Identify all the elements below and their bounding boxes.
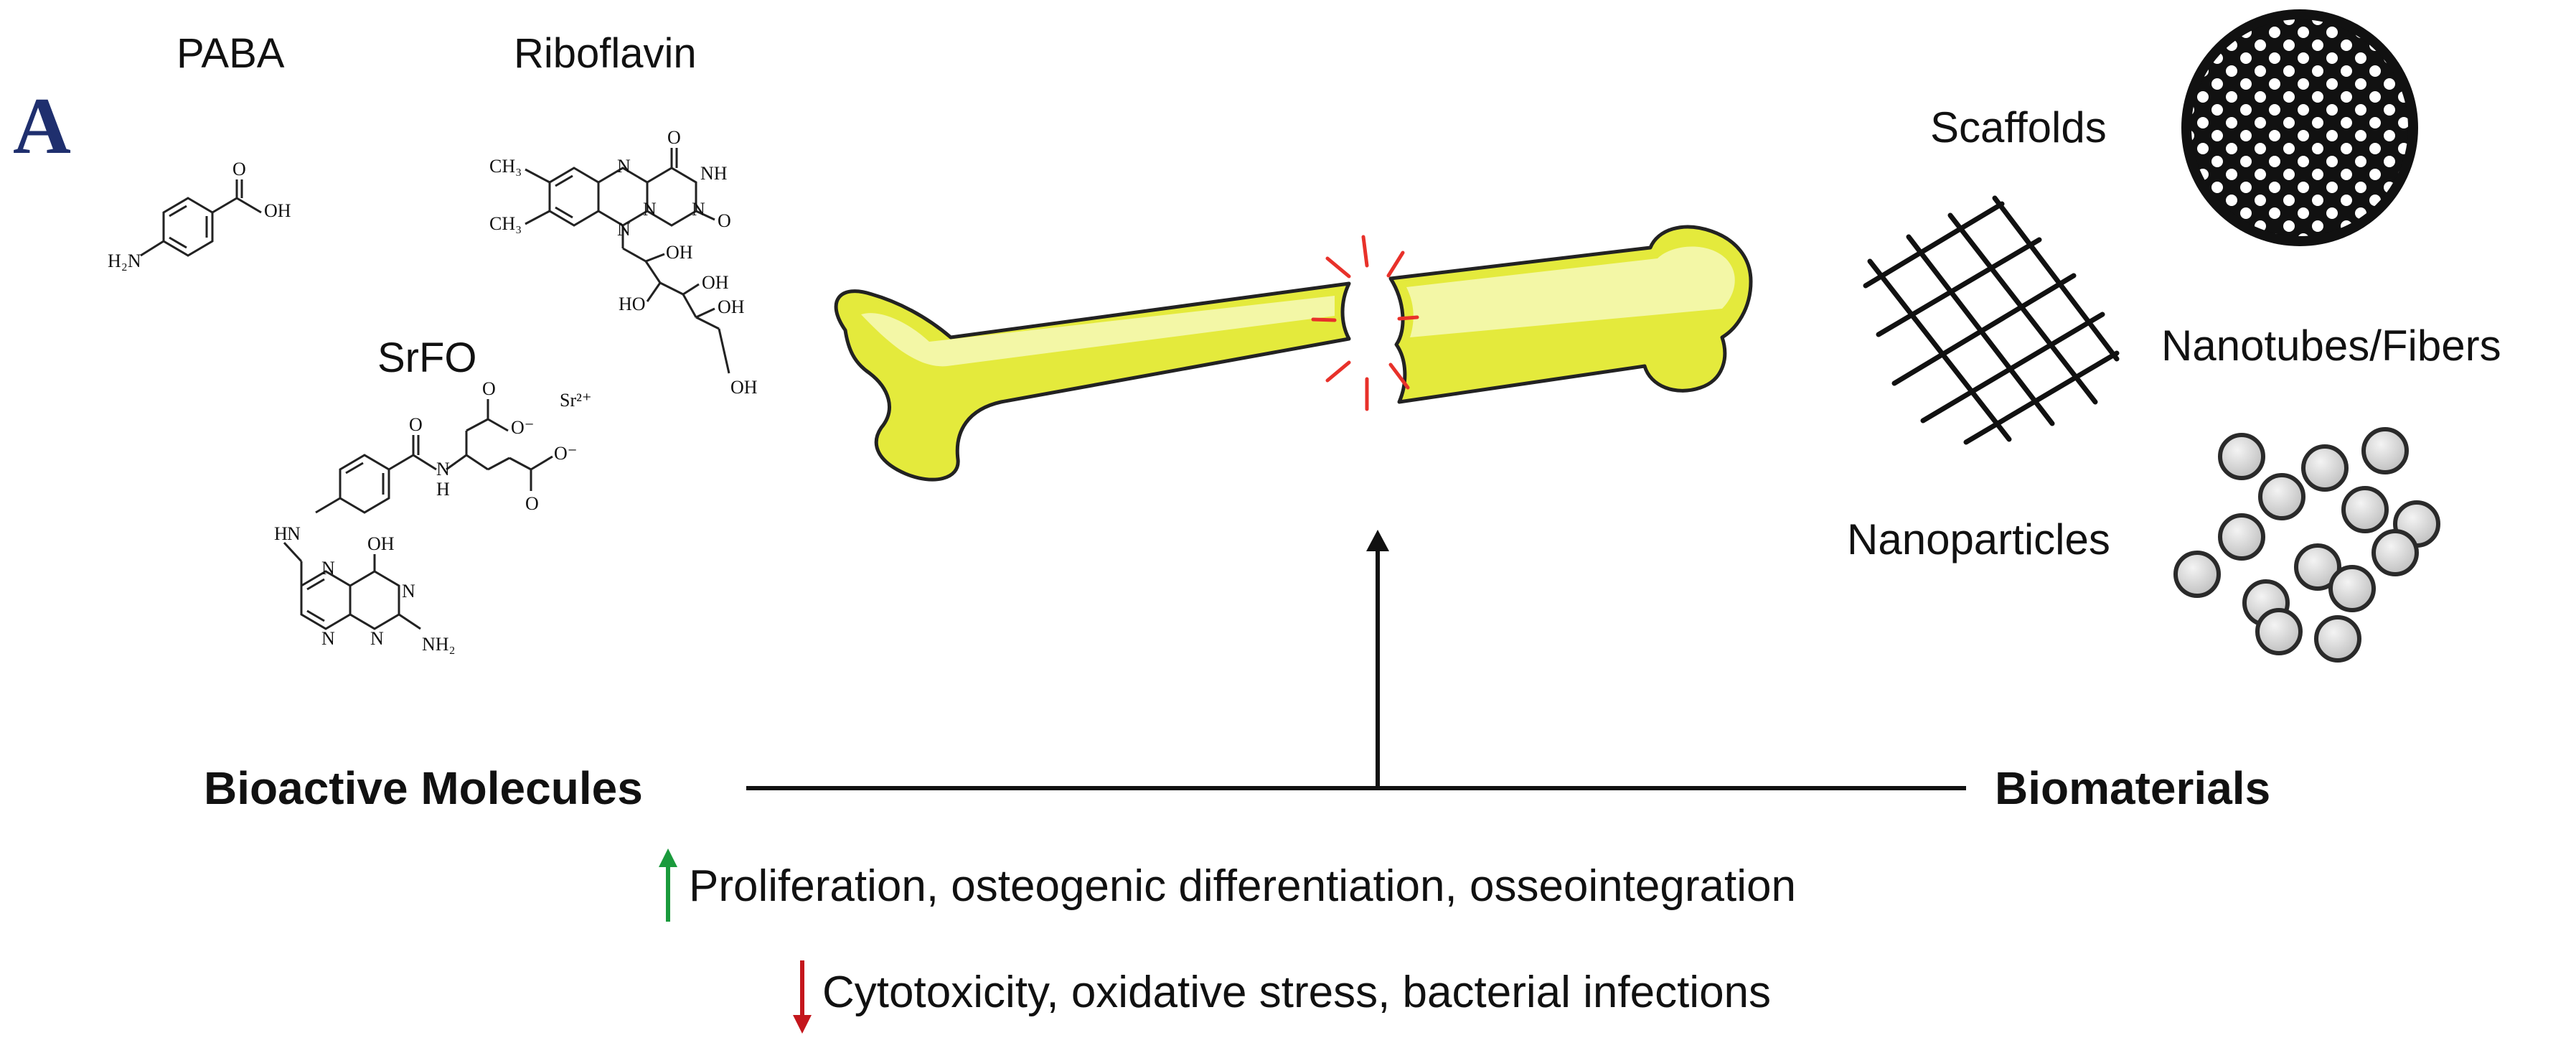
atom-label: OH — [367, 533, 395, 554]
fiber-mesh — [1863, 195, 2120, 445]
atom-label: H — [274, 523, 288, 544]
atom-label: N — [370, 628, 384, 649]
decrease-arrow-icon — [793, 1015, 812, 1034]
panel-label: A — [13, 82, 71, 171]
paba-structure — [140, 179, 262, 257]
atom-label: N — [402, 581, 415, 602]
bone-left-half — [834, 281, 1351, 482]
srfo-structure — [283, 399, 553, 630]
atom-labels: OH O H₂N CH₃ CH₃ O NH O N N N N OH OH HO… — [108, 127, 758, 655]
atom-label: O — [718, 210, 731, 231]
nanoparticle-cluster — [2173, 427, 2440, 663]
atom-label: OH — [666, 242, 693, 263]
atom-label: O⁻ — [554, 443, 578, 464]
atom-label: N — [287, 523, 301, 544]
atom-label: N — [321, 558, 335, 579]
atom-label: N — [643, 199, 657, 220]
increase-effects-text: Proliferation, osteogenic differentiatio… — [689, 861, 1796, 911]
atom-label: O — [525, 493, 539, 514]
riboflavin-label: Riboflavin — [514, 30, 697, 77]
srfo-label: SrFO — [377, 334, 477, 381]
atom-label: O — [482, 378, 496, 399]
atom-label: OH — [264, 200, 291, 221]
biomaterials-label: Biomaterials — [1995, 762, 2271, 814]
atom-label: N — [617, 219, 631, 240]
atom-label: CH₃ — [489, 156, 522, 177]
fractured-bone — [834, 225, 1753, 482]
atom-label: O — [232, 159, 246, 179]
atom-label: OH — [702, 272, 729, 293]
decrease-effects-text: Cytotoxicity, oxidative stress, bacteria… — [822, 968, 1772, 1017]
nanoparticles-label: Nanoparticles — [1847, 515, 2110, 563]
atom-label: Sr²⁺ — [560, 390, 592, 411]
atom-label: H₂N — [108, 251, 141, 271]
atom-label: O — [667, 127, 681, 148]
atom-label: N — [321, 628, 335, 649]
atom-label: NH — [700, 163, 728, 184]
scaffolds-label: Scaffolds — [1930, 103, 2107, 151]
atom-label: O⁻ — [511, 417, 535, 438]
atom-label: CH₃ — [489, 213, 522, 234]
paba-label: PABA — [177, 30, 285, 77]
atom-label: OH — [718, 296, 745, 317]
atom-label: N — [617, 156, 631, 177]
bioactive-molecules-label: Bioactive Molecules — [204, 762, 643, 814]
scaffold-disc — [2181, 9, 2418, 246]
atom-label: N — [436, 459, 450, 479]
atom-label: HO — [619, 294, 646, 314]
atom-label: O — [409, 414, 423, 435]
increase-arrow-icon — [659, 848, 677, 867]
fracture-marks — [1311, 235, 1419, 411]
atom-label: OH — [730, 377, 758, 398]
atom-label: H — [436, 479, 450, 500]
atom-label: NH₂ — [422, 634, 456, 655]
bone-right-highlight — [1406, 246, 1735, 337]
bone-left-highlight — [861, 296, 1335, 367]
atom-label: N — [692, 199, 705, 220]
up-arrow-head — [1366, 530, 1389, 551]
riboflavin-structure — [525, 148, 730, 374]
nanotubes-label: Nanotubes/Fibers — [2161, 322, 2501, 370]
